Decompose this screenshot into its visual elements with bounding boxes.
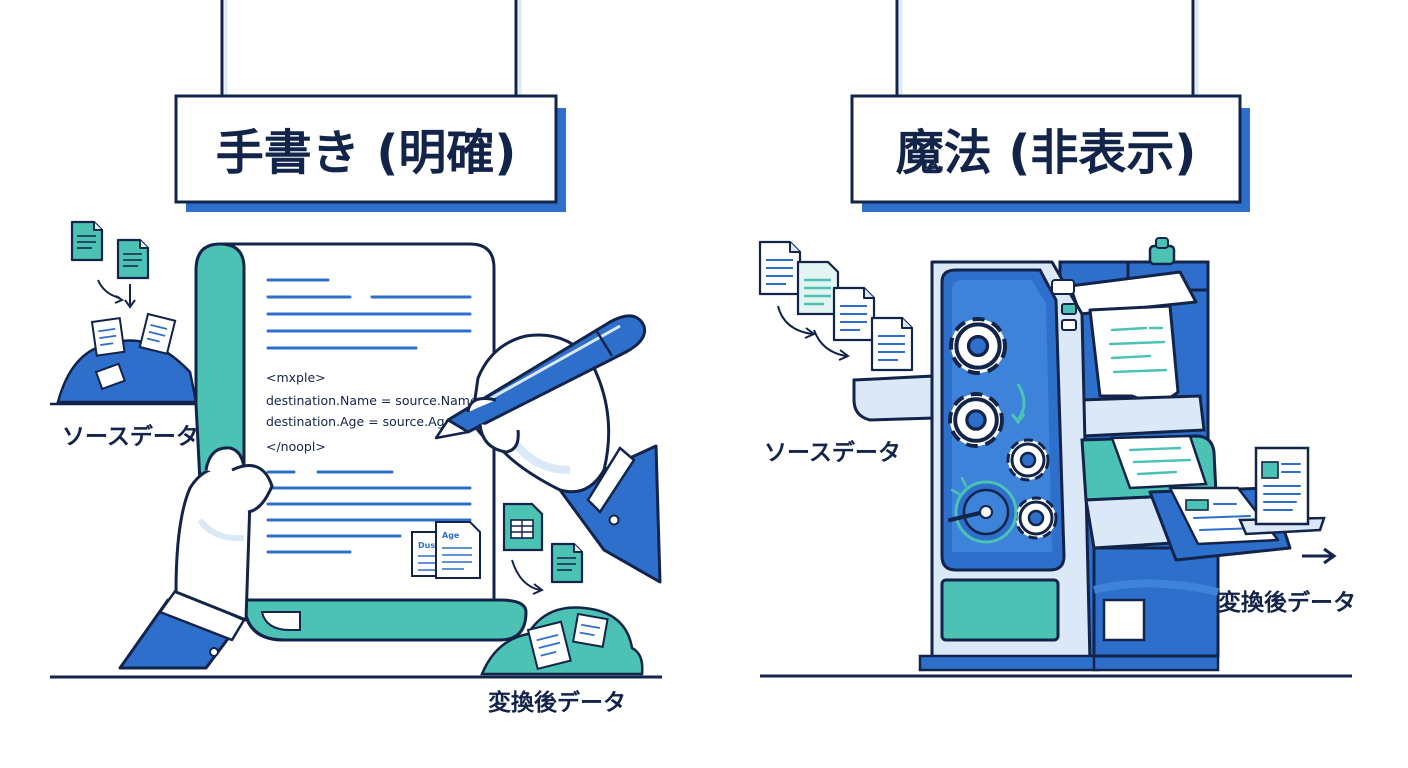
magic-title: 魔法 (非表示) (896, 125, 1197, 181)
magic-result-label: 変換後データ (1218, 589, 1356, 616)
code-line-name: destination.Name = source.Name; (266, 393, 482, 408)
code-line-open-tag: <mxple> (266, 370, 326, 385)
source-data-pile (58, 222, 196, 402)
manual-title-sign: 手書き (明確) (176, 96, 566, 212)
manual-title: 手書き (明確) (216, 125, 517, 181)
panel-manual: 手書き (明確) (50, 0, 662, 716)
chip-label-age: Age (442, 531, 460, 540)
code-line-close-tag: </noopl> (266, 439, 326, 454)
left-hand (120, 448, 272, 668)
magic-title-sign: 魔法 (非表示) (852, 96, 1250, 212)
source-documents-stream (760, 242, 912, 370)
panel-magic: 魔法 (非表示) ソースデータ (760, 0, 1356, 676)
magic-source-label: ソースデータ (764, 439, 901, 466)
manual-result-label: 変換後データ (488, 689, 626, 716)
code-line-age: destination.Age = source.Age; (266, 414, 456, 429)
manual-source-label: ソースデータ (62, 423, 199, 450)
chip-label-dus: Dus (418, 541, 435, 550)
